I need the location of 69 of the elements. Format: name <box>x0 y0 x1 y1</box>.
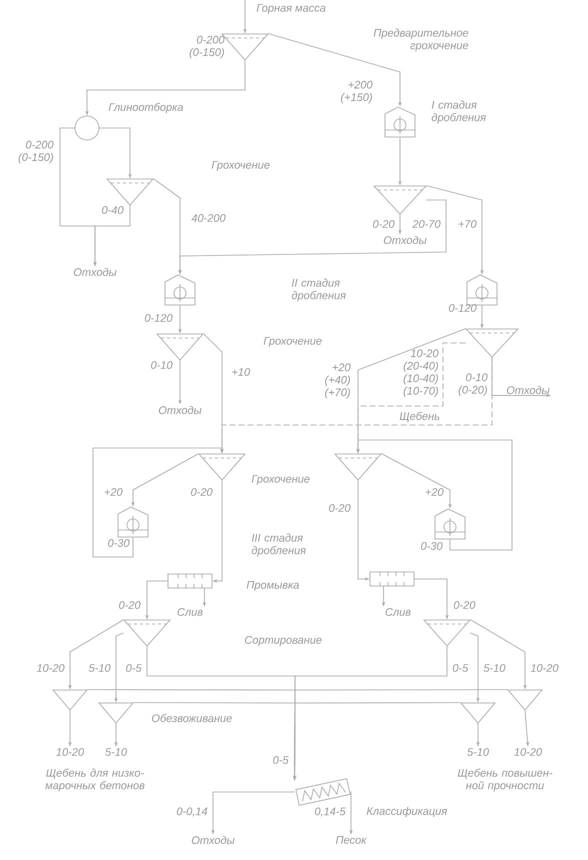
edge-label: +20 (+40) (+70) <box>325 363 350 398</box>
edge-label: 0-30 <box>421 542 442 550</box>
stage-label: Сортирование <box>245 636 322 646</box>
edge-label: +70 <box>458 220 476 228</box>
edge-label: 10-20 (20-40) (10-40) (10-70) <box>404 349 438 397</box>
edge-label: 20-70 <box>412 220 440 228</box>
crusher-symbol <box>164 274 196 306</box>
stage-label: Промывка <box>246 581 299 591</box>
output-label: Отходы <box>74 268 116 276</box>
edge-label: +20 <box>426 488 444 496</box>
edge-label: 0-10 (0-20) <box>458 373 488 396</box>
edge-label: 0-5 <box>126 664 142 672</box>
edge-label: 0-5 <box>452 664 468 672</box>
edge-label: 0-120 <box>144 314 172 322</box>
edge-label: +200 (+150) <box>341 80 372 104</box>
edge-label: 0-20 <box>373 220 394 228</box>
output-label: Отходы <box>506 386 550 394</box>
separator-symbol <box>74 116 100 140</box>
edge-label: 0-20 <box>119 601 140 609</box>
stage-label: Глиноотборка <box>108 102 184 114</box>
output-label: Отходы <box>158 406 202 414</box>
washer-symbol <box>370 572 414 586</box>
stage-label: Щебень повышен-ной прочности <box>458 768 552 792</box>
edge-label: 0-20 <box>329 504 350 512</box>
stage-label: Грохочение <box>212 161 270 171</box>
stage-label: 0-5 <box>273 756 289 764</box>
edge-label: 40-200 <box>191 214 226 222</box>
edge-label: 0-20 <box>191 488 212 496</box>
output-label: Слив <box>178 608 203 616</box>
output-label: 10-20 <box>514 748 542 756</box>
edge-label: 0-200 (0-150) <box>190 36 224 58</box>
edge-label: +20 <box>104 488 122 496</box>
edge-label: 0-120 <box>448 304 476 312</box>
output-label: 5-10 <box>467 748 489 756</box>
stage-label: II стадия дробления <box>292 278 346 302</box>
output-label: Песок <box>336 836 367 844</box>
edge-label: 5-10 <box>484 664 506 672</box>
edge-label: 0-200 (0-150) <box>18 140 54 164</box>
stage-label: Классификация <box>366 806 447 818</box>
stage-label: III стадия дробления <box>252 534 306 556</box>
flow-arrow <box>92 448 224 558</box>
output-label: 10-20 <box>56 748 84 756</box>
edge-label: 0-0,14 <box>176 807 208 817</box>
edge-label: 0,14-5 <box>314 807 346 817</box>
stage-label: Грохочение <box>252 475 310 485</box>
stage-label: Горная масса <box>256 4 326 14</box>
washer-symbol <box>168 574 212 588</box>
edge-label: 5-10 <box>88 664 110 672</box>
output-label: 5-10 <box>105 748 127 756</box>
output-label: Слив <box>386 608 411 616</box>
crusher-symbol <box>384 106 416 138</box>
output-label: Отходы <box>192 836 234 844</box>
edge-label: 10-20 <box>530 664 558 672</box>
stage-label: Щебень <box>400 412 440 422</box>
stage-label: I стадия дробления <box>432 100 486 124</box>
crusher-symbol <box>118 506 148 538</box>
crusher-symbol <box>466 274 498 306</box>
output-label: Отходы <box>384 236 426 244</box>
edge-label: 0-30 <box>108 539 130 547</box>
crusher-symbol <box>434 508 466 540</box>
stage-label: Щебень для низко-марочных бетонов <box>45 768 144 792</box>
edge-label: 0-20 <box>454 601 476 609</box>
edge-label: 10-20 <box>36 664 64 672</box>
stage-label: Грохочение <box>264 337 322 347</box>
stage-label: Обезвоживание <box>152 714 232 722</box>
edge-label: 0-10 <box>151 361 172 369</box>
edge-label: +10 <box>232 368 250 376</box>
edge-label: 0-40 <box>102 206 124 214</box>
stage-label: Предварительное грохочение <box>374 28 468 52</box>
